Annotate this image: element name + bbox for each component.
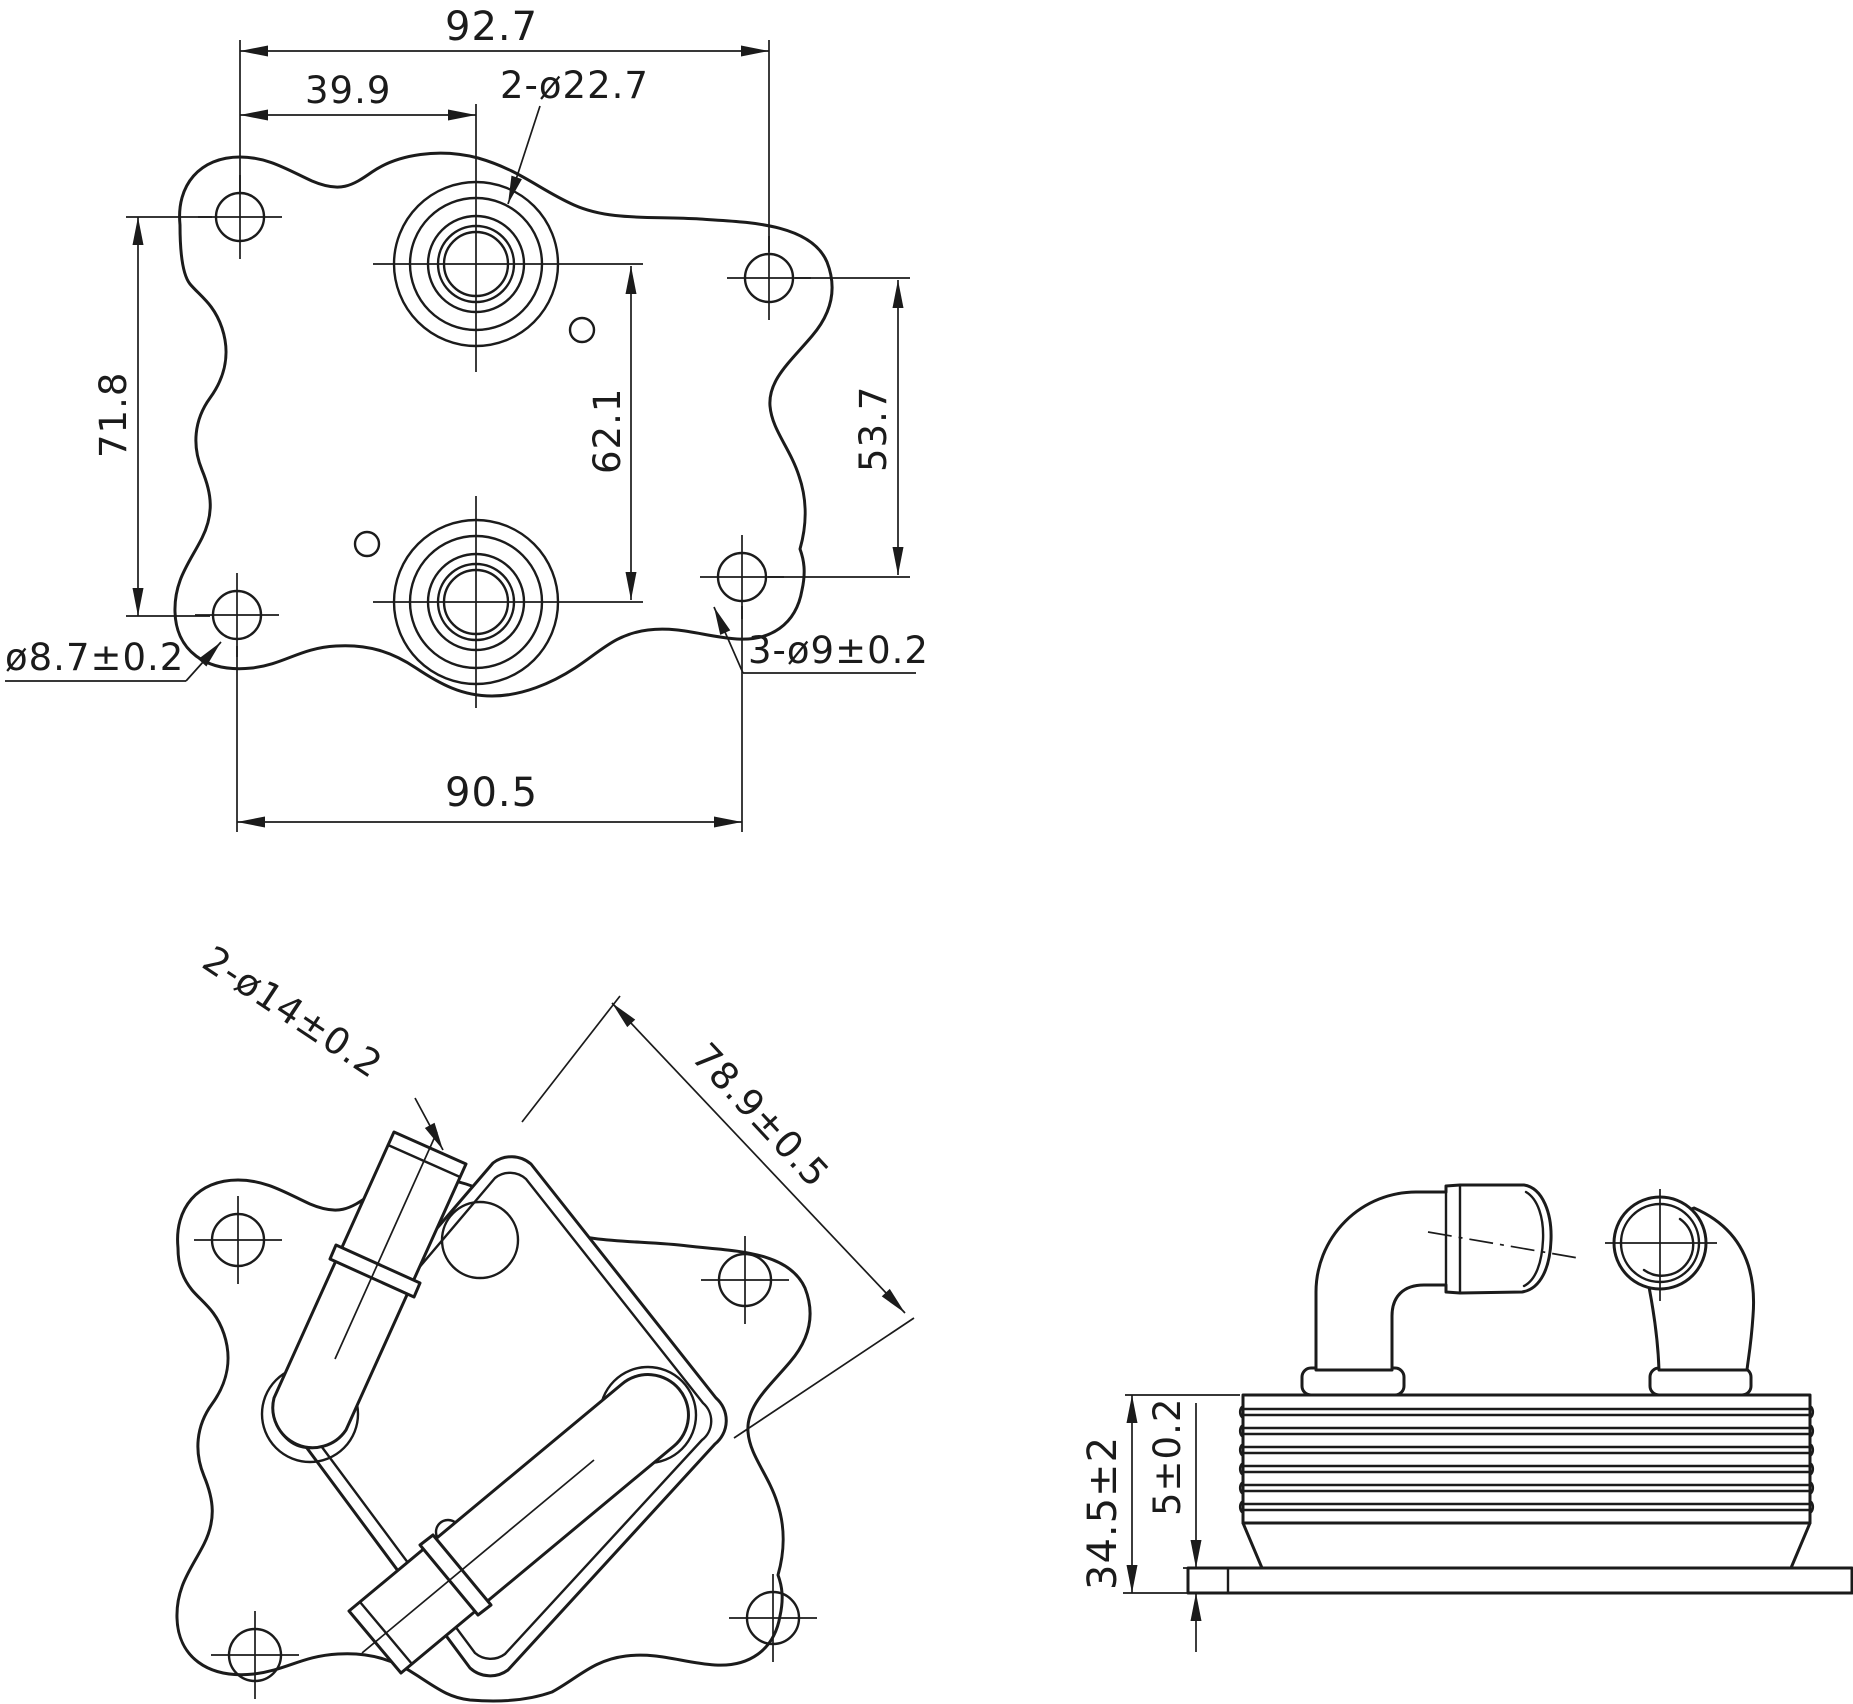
- label-o8-7: ø8.7±0.2: [5, 636, 184, 679]
- label-bolt-holes: 3-ø9±0.2: [713, 606, 929, 674]
- long-pipe: [347, 1373, 690, 1675]
- side-left-pipe-collar: [1300, 1366, 1406, 1397]
- back-bolt-hole-bottom-right: [729, 1574, 817, 1662]
- dim-label-62-1: 62.1: [586, 388, 629, 474]
- dim-label-92-7: 92.7: [445, 4, 538, 50]
- pilot-hole-right: [568, 316, 596, 344]
- base-plate: [1186, 1566, 1853, 1595]
- side-right-pipe-collar: [1648, 1366, 1753, 1397]
- side-left-pipe: [1314, 1183, 1579, 1372]
- dim-label-53-7: 53.7: [852, 386, 895, 472]
- dim-width-top: 92.7: [239, 4, 770, 252]
- dim-overall-height: 34.5±2: [1080, 1394, 1240, 1594]
- dim-label-78-9: 78.9±0.5: [683, 1035, 837, 1196]
- side-right-pipe: [1605, 1189, 1756, 1372]
- label-port-holes: 2-ø22.7: [500, 64, 649, 205]
- dim-width-bottom: 90.5: [236, 606, 743, 832]
- dim-label-34-5: 34.5±2: [1080, 1436, 1126, 1590]
- dim-port-spacing: 62.1: [586, 266, 637, 600]
- upper-port: [373, 104, 643, 372]
- plate-outline-inner: [301, 1171, 713, 1660]
- bolt-hole-bottom-left: [195, 573, 279, 657]
- label-corner-hole: ø8.7±0.2: [5, 636, 222, 682]
- dim-label-90-5: 90.5: [445, 770, 538, 816]
- cooler-core: [1238, 1393, 1815, 1570]
- label-pipe-diameter: 2-ø14±0.2: [195, 938, 444, 1151]
- core-taper: [1241, 1521, 1812, 1570]
- back-bolt-hole-top-left: [194, 1196, 282, 1284]
- back-bolt-hole-bottom-left: [211, 1611, 299, 1699]
- label-3-o9: 3-ø9±0.2: [748, 629, 929, 672]
- label-2-o22-7: 2-ø22.7: [500, 64, 649, 107]
- dim-label-39-9: 39.9: [305, 69, 391, 112]
- front-flange-outline: [173, 151, 834, 698]
- dim-height-left: 71.8: [92, 216, 212, 617]
- front-view: 92.7 39.9 2-ø22.7 71.8 62.1 53.7: [5, 4, 929, 832]
- pilot-hole-left: [353, 530, 381, 558]
- dim-height-right: 53.7: [768, 277, 910, 578]
- dim-label-71-8: 71.8: [92, 372, 135, 458]
- dim-label-5: 5±0.2: [1146, 1398, 1189, 1516]
- back-view: 2-ø14±0.2 78.9±0.5: [175, 938, 915, 1703]
- side-view: 34.5±2 5±0.2: [1080, 1183, 1853, 1652]
- upper-pipe: [271, 1130, 468, 1450]
- dim-base-plate: 5±0.2: [1146, 1398, 1245, 1652]
- label-2-o14: 2-ø14±0.2: [195, 938, 390, 1087]
- dim-port-offset: 39.9: [240, 69, 476, 121]
- plate-port-opening: [440, 1200, 520, 1280]
- lower-port: [373, 496, 643, 708]
